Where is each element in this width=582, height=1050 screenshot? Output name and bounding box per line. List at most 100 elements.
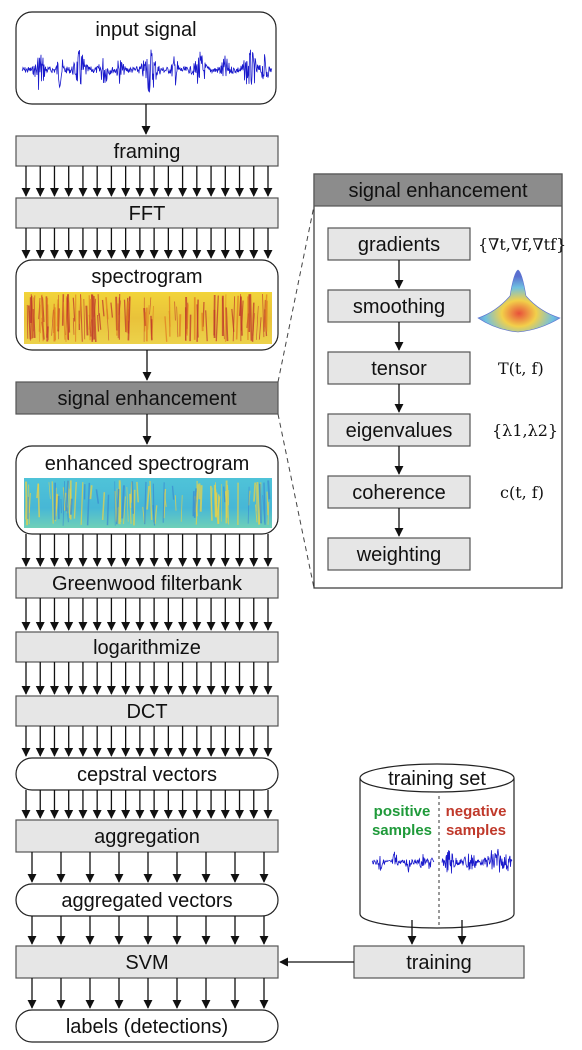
arrows-dct-cepstral (21, 726, 273, 757)
spectrogram-streak (67, 302, 70, 338)
gaussian-surface-icon (477, 269, 561, 333)
spectrogram-streak (225, 307, 229, 342)
spectrogram-streak (154, 505, 158, 524)
spectrogram-streak (195, 484, 199, 525)
spectrogram-streak (199, 485, 203, 512)
spectrogram-streak (123, 496, 126, 524)
framing-label: framing (114, 141, 181, 163)
fft-label: FFT (129, 203, 166, 225)
spectrogram-streak (31, 297, 34, 340)
tensor-box (327, 351, 471, 385)
gradients-formula: {∇t,∇f,∇tf} (478, 235, 566, 254)
spectrogram-streak (258, 483, 262, 524)
spectrogram-streak (174, 495, 177, 511)
training-set-title: training set (388, 768, 486, 790)
spectrogram-streak (78, 298, 82, 324)
smoothing-label: smoothing (353, 296, 445, 318)
arrows-fft-spectrogram (21, 228, 273, 259)
spectrogram-streak (121, 485, 125, 519)
spectrogram-streak (62, 481, 65, 526)
eigenvalues-formula: {λ1,λ2} (492, 421, 558, 440)
spectrogram-streak (38, 297, 41, 320)
spectrogram-streak (28, 484, 30, 525)
spectrogram-streak (101, 492, 106, 521)
svm-label: SVM (125, 952, 168, 974)
spectrogram-streak (185, 308, 187, 341)
spectrogram-streak (28, 493, 31, 513)
spectrogram-streak (25, 495, 27, 520)
arrows-enhspec-greenwood (21, 534, 273, 567)
spectrogram-streak (72, 317, 75, 335)
negative-label-line2: samples (446, 822, 506, 839)
arrows-framing-fft (21, 166, 273, 197)
spectrogram-streak (80, 482, 84, 525)
arrows-svm-labels (27, 978, 269, 1009)
spectrogram-streak (27, 305, 32, 340)
aggregation-label: aggregation (94, 826, 200, 848)
arrows-cepstral-aggregation (21, 790, 273, 819)
spectrogram-streak (149, 297, 152, 315)
aggregation-box (15, 819, 279, 853)
dct-label: DCT (126, 701, 167, 723)
spectrogram-streak (192, 491, 195, 517)
spectrogram-streak (89, 485, 93, 500)
dash-connector-top (277, 205, 315, 383)
training-box (353, 945, 525, 979)
spectrogram-label: spectrogram (91, 266, 202, 288)
spectrogram-streak (131, 481, 135, 514)
spectrogram-streak (151, 305, 154, 340)
spectrogram-streak (262, 495, 266, 523)
enhanced-spectrogram-streaks (25, 480, 271, 526)
spectrogram-streak (98, 313, 102, 330)
signal-enhancement-label: signal enhancement (57, 388, 236, 410)
spectrogram-streak (168, 311, 171, 327)
spectrogram-streak (91, 319, 94, 341)
spectrogram-streak (247, 486, 250, 524)
dct-box (15, 695, 279, 727)
spectrogram-streak (126, 487, 129, 522)
waveform-trace (371, 851, 435, 873)
spectrogram-streak (65, 480, 70, 512)
training-set-cylinder (359, 763, 515, 929)
spectrogram-streak (240, 300, 244, 331)
spectrogram-streak (93, 296, 97, 342)
spectrogram-streak (116, 303, 119, 336)
spectrogram-streak (136, 481, 139, 503)
spectrogram-streak (95, 489, 100, 504)
spectrogram-streak (56, 299, 59, 327)
spectrogram-streak (267, 480, 271, 500)
spectrogram-streak (45, 298, 49, 335)
greenwood-label: Greenwood filterbank (52, 573, 243, 595)
training-label: training (406, 952, 472, 974)
spectrogram-streak (226, 485, 230, 525)
spectrogram-image (24, 292, 272, 344)
spectrogram-streak (146, 485, 150, 510)
smoothing-box (327, 289, 471, 323)
coherence-label: coherence (352, 482, 445, 504)
spectrogram-streak (215, 504, 220, 525)
spectrogram-streak (164, 316, 168, 342)
spectrogram-streak (263, 299, 266, 332)
spectrogram-streak (256, 482, 261, 525)
dash-connector-bottom (277, 413, 315, 589)
spectrogram-streak (72, 297, 76, 322)
spectrogram-streak (223, 486, 226, 503)
spectrogram-streak (97, 314, 100, 332)
spectrogram-streak (66, 507, 69, 523)
spectrogram-streak (264, 294, 268, 328)
spectrogram-streak (205, 310, 208, 342)
spectrogram-streak (224, 491, 228, 518)
spectrogram-streak (62, 301, 66, 340)
fft-box (15, 197, 279, 229)
tensor-label: tensor (371, 358, 427, 380)
spectrogram-streak (40, 317, 42, 334)
weighting-box (327, 537, 471, 571)
spectrogram-streak (263, 482, 266, 525)
positive-label-line2: samples (372, 822, 432, 839)
spectrogram-streak (215, 295, 219, 342)
negative-waveform (441, 848, 513, 874)
spectrogram-streak (266, 491, 269, 516)
spectrogram-streak (253, 482, 257, 502)
aggregated-vectors-box (15, 883, 279, 917)
spectrogram-streak (255, 504, 258, 523)
